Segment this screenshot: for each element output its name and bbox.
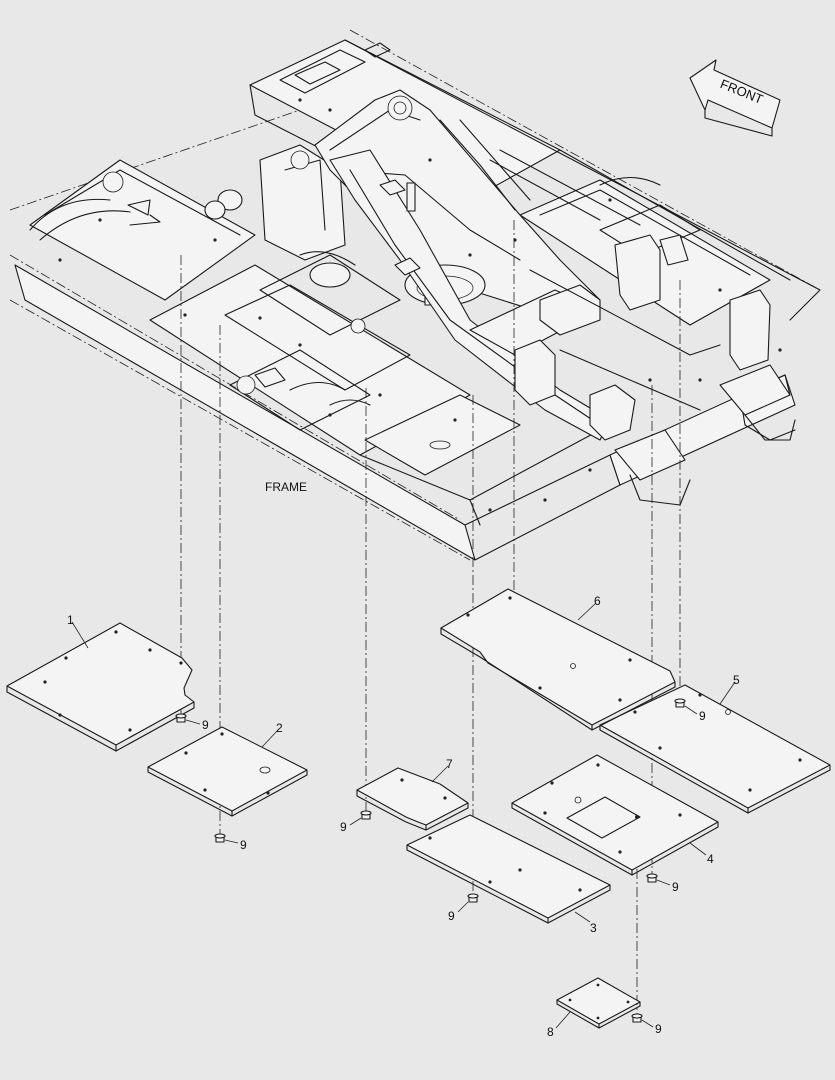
cover-plate-7 xyxy=(356,767,469,831)
bolt-icon xyxy=(646,873,658,883)
callout-9: 9 xyxy=(448,909,455,923)
cover-plate-2 xyxy=(147,726,308,817)
callout-9: 9 xyxy=(655,1022,662,1036)
callout-6: 6 xyxy=(594,594,601,608)
assembly-lines xyxy=(180,220,681,1015)
cover-plate-5 xyxy=(599,684,831,814)
leader-lines xyxy=(71,602,736,1029)
callout-9: 9 xyxy=(340,820,347,834)
bolt-icon xyxy=(467,893,479,903)
frame-assembly: FRAME xyxy=(9,29,821,561)
cover-plate-8 xyxy=(556,977,641,1029)
callout-9: 9 xyxy=(699,709,706,723)
callout-2: 2 xyxy=(276,721,283,735)
bolt-icon xyxy=(674,698,686,708)
cover-plate-1 xyxy=(6,622,195,752)
callout-4: 4 xyxy=(707,852,714,866)
frame-label: FRAME xyxy=(265,480,307,494)
callout-9: 9 xyxy=(240,838,247,852)
bolt-icon xyxy=(175,713,187,723)
callout-9: 9 xyxy=(672,880,679,894)
bolt-icon xyxy=(360,810,372,820)
callout-3: 3 xyxy=(590,921,597,935)
bolts xyxy=(175,698,686,1023)
callout-7: 7 xyxy=(446,757,453,771)
cover-plate-4 xyxy=(511,754,719,876)
callout-1: 1 xyxy=(67,613,74,627)
callout-9: 9 xyxy=(202,718,209,732)
cover-plate-6 xyxy=(440,588,676,731)
callout-8: 8 xyxy=(547,1025,554,1039)
callout-5: 5 xyxy=(733,673,740,687)
cover-plate-3 xyxy=(406,814,611,924)
bolt-icon xyxy=(214,833,226,843)
front-arrow-icon: FRONT xyxy=(689,59,781,137)
bolt-icon xyxy=(631,1013,643,1023)
callouts: 1 2 3 4 5 6 7 8 9 9 9 9 9 9 9 xyxy=(67,594,740,1039)
